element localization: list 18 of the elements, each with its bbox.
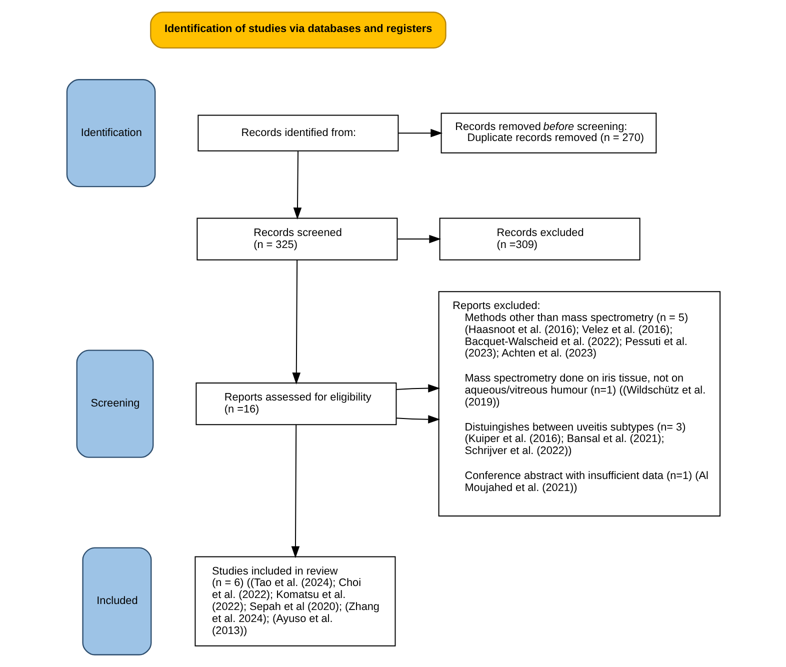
arrow: [398, 128, 442, 138]
arrow: [395, 415, 440, 424]
node-box: Records excluded (n =309): [438, 218, 640, 260]
node-box: Identification: [66, 79, 156, 188]
node-box: Screening: [76, 350, 154, 458]
node-box: Studies included in review (n = 6) ((Tao et al. (2024); Choi et al. (2022); Komatsu et al. (2022); Sepah et al (2020); (Zhang et al. 2024); (Ayuso et al. (2013)): [194, 556, 396, 646]
arrow: [292, 260, 300, 384]
node-box: Records removed before screening: Duplicate records removed (n = 270): [440, 112, 656, 154]
arrow: [396, 234, 441, 244]
arrow: [292, 150, 302, 220]
node-box: Identification of studies via databases and registers: [150, 12, 446, 48]
node-box: Reports assessed for eligibility (n =16): [195, 382, 396, 426]
node-box: Reports excluded: Methods other than mass spectrometry (n = 5) (Haasnoot et al. (2016); Velez et al. (2016); Bacquet-Walscheid et al. (2022); Pessuti et al. (2023); Achten et al. (2023) Mass spectrometry done on iris tissue, not on aqueous/vitreous humour (n=1) ((Wildschütz et al. (2019)) Distuingishes between uveitis subtypes (n= 3) (Kuiper et al. (2016); Bansal et al. (2021); Schrijver et al. (2022)) Conference abstract with insufficient data (n=1) (Al Moujahed et al. (2021)): [438, 291, 720, 516]
node-box: Records identified from:: [197, 114, 398, 152]
node-box: Records screened (n = 325): [196, 218, 398, 260]
arrow: [395, 384, 440, 392]
node-box: Included: [82, 547, 152, 656]
arrow: [290, 424, 300, 558]
